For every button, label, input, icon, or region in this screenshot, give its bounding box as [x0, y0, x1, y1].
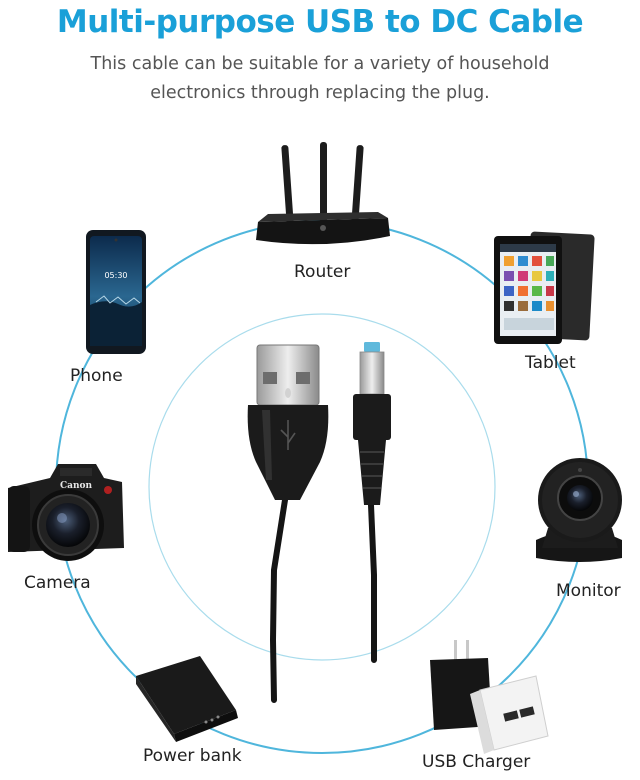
dc-barrel-plug: [353, 342, 391, 505]
camera-image: Canon: [8, 464, 124, 561]
label-tablet: Tablet: [525, 353, 576, 373]
power-bank-image: [136, 656, 238, 742]
phone-image: 05:30: [86, 230, 146, 354]
label-phone: Phone: [70, 366, 123, 386]
label-monitor: Monitor: [556, 581, 621, 601]
subtitle-line-2: electronics through replacing the plug.: [150, 83, 490, 103]
tablet-image: [494, 231, 595, 344]
usb-charger-image: [430, 640, 549, 754]
inner-ring: [148, 313, 496, 661]
label-usb-charger: USB Charger: [422, 752, 531, 772]
page-subtitle: This cable can be suitable for a variety…: [60, 50, 580, 108]
label-router: Router: [294, 262, 351, 282]
router-image: [256, 142, 390, 245]
subtitle-line-1: This cable can be suitable for a variety…: [90, 54, 550, 74]
tablet-app-grid: [504, 256, 554, 330]
usb-dc-cable: [247, 342, 391, 703]
phone-screen-time: 05:30: [104, 271, 127, 280]
label-power-bank: Power bank: [143, 746, 242, 766]
monitor-image: [536, 458, 622, 562]
usb-symbol-icon: [280, 420, 296, 450]
camera-brand: Canon: [60, 481, 93, 491]
label-camera: Camera: [24, 573, 91, 593]
usb-a-plug: [247, 344, 329, 500]
page-title: Multi-purpose USB to DC Cable: [56, 4, 584, 40]
